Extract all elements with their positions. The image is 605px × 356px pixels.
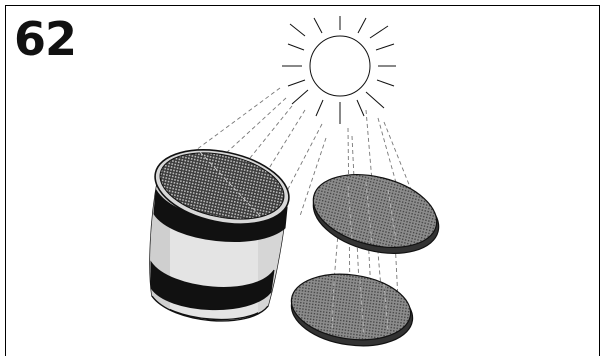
solar-disc-lower-icon [290, 273, 414, 347]
solar-cylinder-icon [149, 149, 290, 322]
ray-overlay [331, 181, 397, 337]
page-frame [5, 5, 600, 356]
page-number: 62 [14, 12, 77, 66]
sun-icon [282, 16, 396, 124]
solar-disc-upper-icon [312, 174, 440, 254]
